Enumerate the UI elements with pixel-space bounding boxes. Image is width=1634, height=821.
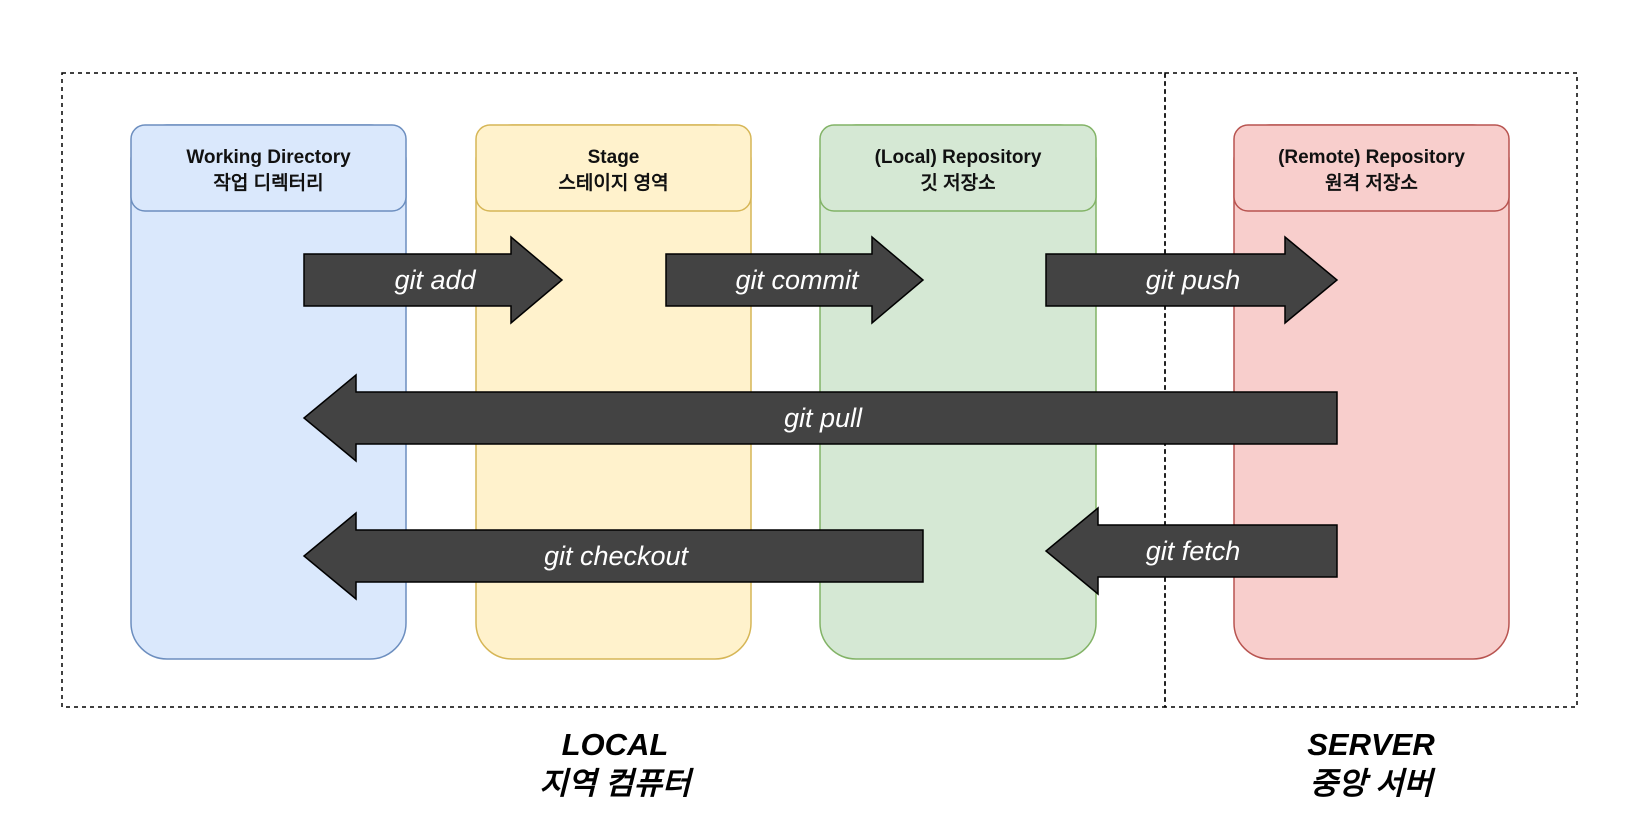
arrow-git-fetch-shape <box>1044 506 1338 596</box>
column-working-directory-header <box>130 124 407 212</box>
server-zone-border <box>1164 72 1578 708</box>
arrow-git-checkout-shape <box>302 511 924 601</box>
column-remote-repository-title-ko: 원격 저장소 <box>1325 172 1418 194</box>
arrow-git-pull-shape <box>302 373 1338 463</box>
zone-local-label-en: LOCAL <box>562 727 669 762</box>
arrow-git-add-label: git add <box>394 265 476 295</box>
arrow-git-push: git push <box>1045 235 1339 325</box>
arrow-git-push-label: git push <box>1146 265 1241 295</box>
arrow-git-checkout: git checkout <box>302 511 924 601</box>
arrow-git-pull-label: git pull <box>784 403 863 433</box>
column-remote-repository-header <box>1233 124 1510 212</box>
column-working-directory-title-en: Working Directory <box>186 147 351 168</box>
local-zone-border <box>61 72 1166 708</box>
column-stage-title-en: Stage <box>588 147 640 168</box>
zone-server-label-en: SERVER <box>1307 727 1435 762</box>
arrow-git-commit-shape <box>665 235 925 325</box>
arrow-git-pull: git pull <box>302 373 1338 463</box>
column-local-repository-header <box>819 124 1097 212</box>
arrow-git-commit-label: git commit <box>735 265 860 295</box>
zone-local-label-ko: 지역 컴퓨터 <box>539 766 694 801</box>
arrow-git-add: git add <box>303 235 564 325</box>
arrow-git-push-shape <box>1045 235 1339 325</box>
column-working-directory-title-ko: 작업 디렉터리 <box>213 172 323 194</box>
zone-server-label-ko: 중앙 서버 <box>1310 766 1436 801</box>
arrow-git-checkout-label: git checkout <box>544 541 690 571</box>
column-remote-repository-title-en: (Remote) Repository <box>1278 147 1465 168</box>
column-stage-title-ko: 스테이지 영역 <box>558 172 668 194</box>
arrow-git-fetch: git fetch <box>1044 506 1338 596</box>
arrow-git-fetch-label: git fetch <box>1146 536 1241 566</box>
column-local-repository-title-ko: 깃 저장소 <box>920 172 995 194</box>
arrow-git-commit: git commit <box>665 235 925 325</box>
arrow-git-add-shape <box>303 235 564 325</box>
column-local-repository-title-en: (Local) Repository <box>875 147 1042 168</box>
column-stage-header <box>475 124 752 212</box>
